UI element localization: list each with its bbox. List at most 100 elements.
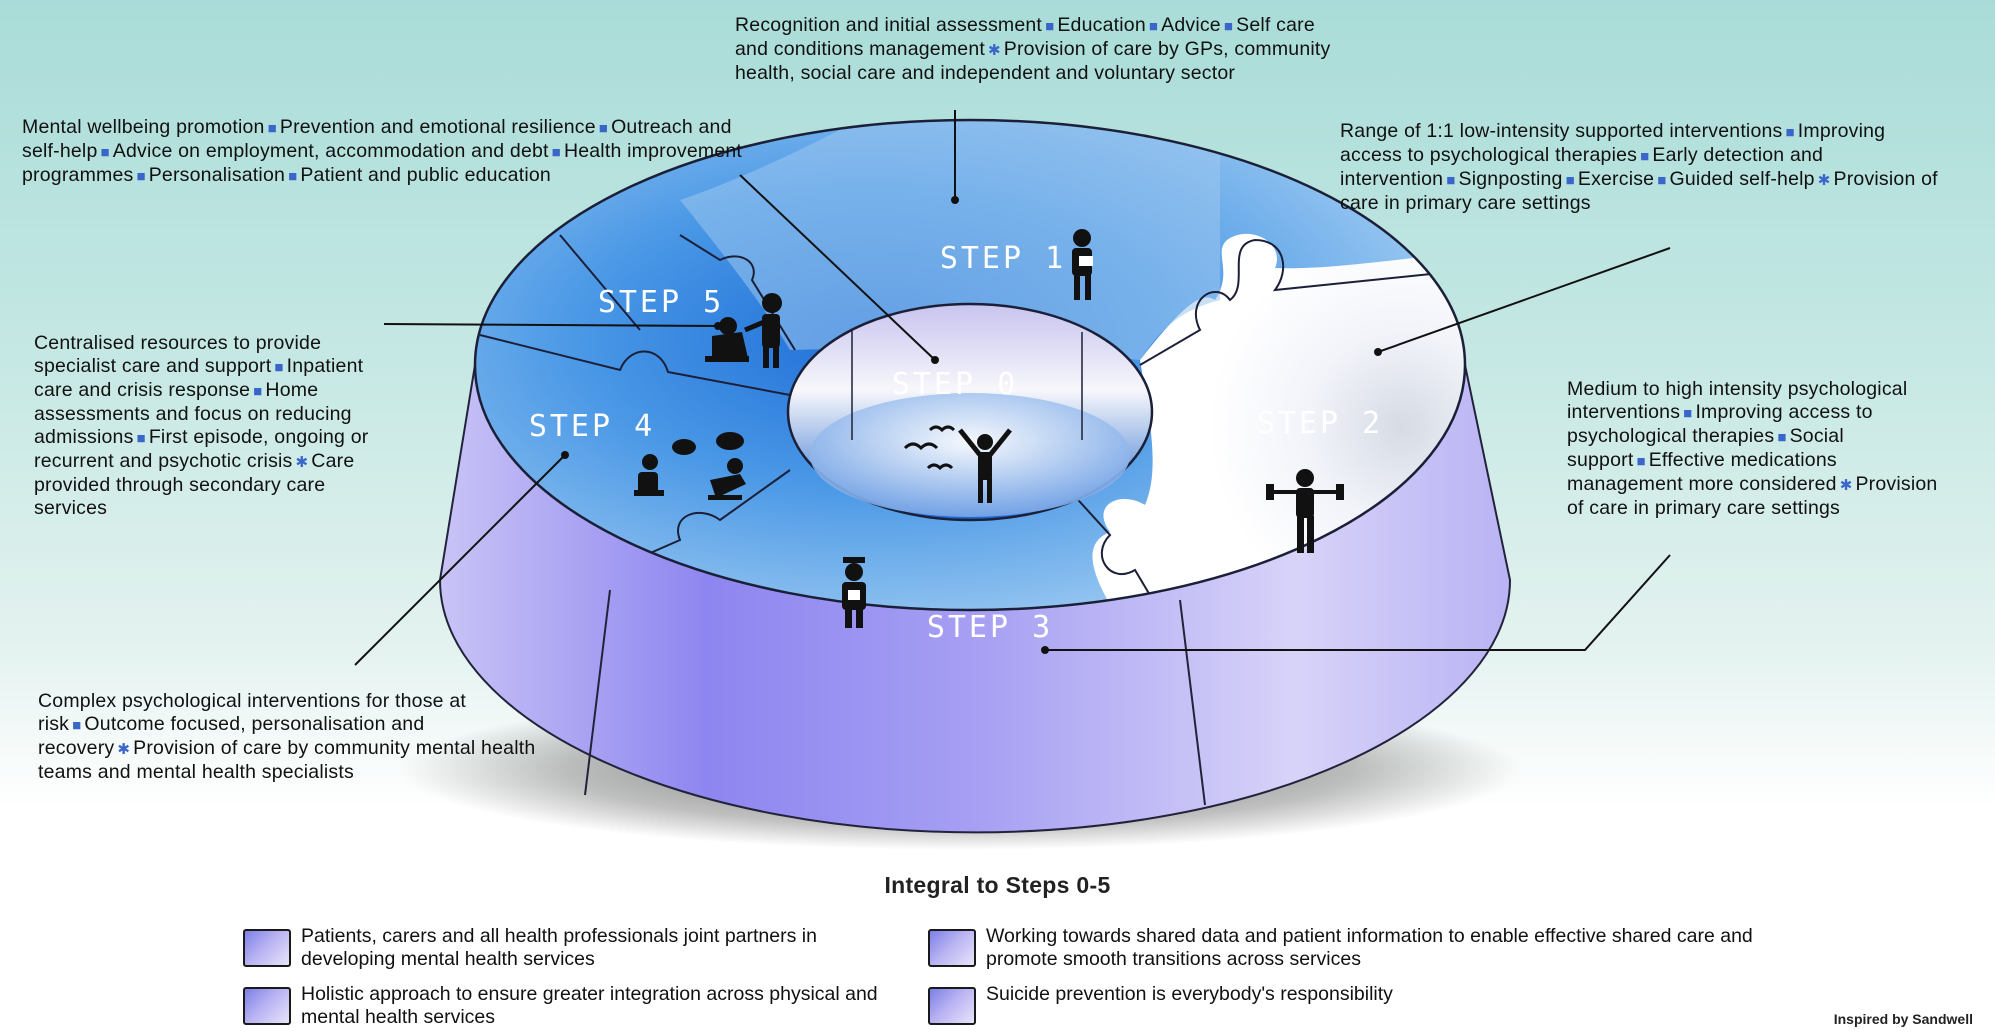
annotation-item: Provision of care by community mental he… xyxy=(38,737,536,783)
annotation-item: Social support xyxy=(1567,425,1844,471)
legend-swatch xyxy=(928,987,976,1025)
puzzle-seam xyxy=(1059,479,1161,610)
annotation-item: Advice xyxy=(1161,14,1221,36)
step2-label: STEP 2 xyxy=(1257,406,1383,441)
annotation-item: Provision of care in primary care settin… xyxy=(1340,168,1938,214)
legend-text: Suicide prevention is everybody's respon… xyxy=(986,983,1393,1005)
step0-annotation: Mental wellbeing promotion■Prevention an… xyxy=(22,116,752,188)
leader-lines xyxy=(354,110,1671,666)
annotation-item: Improving access to psychological therap… xyxy=(1567,401,1873,447)
bullet-separator: ■ xyxy=(72,717,82,734)
bullet-separator: ■ xyxy=(1565,172,1575,189)
annotation-item: Inpatient care and crisis response xyxy=(34,355,364,401)
legend-item: Patients, carers and all health professi… xyxy=(243,925,883,971)
annotation-item: Range of 1:1 low-intensity supported int… xyxy=(1340,120,1783,142)
legend-text: Holistic approach to ensure greater inte… xyxy=(301,983,878,1028)
puzzle-seam xyxy=(559,234,641,331)
leader-step4 xyxy=(354,454,566,666)
annotation-item: Guided self-help xyxy=(1669,168,1815,190)
annotation-item: Centralised resources to provide special… xyxy=(34,332,322,377)
bullet-separator: ■ xyxy=(1657,172,1667,189)
bullet-separator: ✱ xyxy=(117,741,131,758)
bullet-separator: ■ xyxy=(1777,429,1787,446)
bullet-separator: ✱ xyxy=(1817,172,1831,189)
bullet-separator: ■ xyxy=(100,144,110,161)
weightlifter-icon xyxy=(1266,469,1344,553)
annotation-item: Advice on employment, accommodation and … xyxy=(112,140,549,162)
leader-step0 xyxy=(739,174,936,361)
bullet-separator: ✱ xyxy=(1839,477,1853,494)
step5-annotation: Centralised resources to provide special… xyxy=(34,332,389,520)
legend-title: Integral to Steps 0-5 xyxy=(884,872,1111,898)
step3-label: STEP 3 xyxy=(927,610,1053,645)
wall-seam xyxy=(584,589,611,796)
step1-annotation: Recognition and initial assessment■Educa… xyxy=(735,14,1335,85)
puzzle-seam xyxy=(1139,238,1465,366)
annotation-item: Provision of care in primary care settin… xyxy=(1567,473,1938,519)
bullet-separator: ✱ xyxy=(988,42,1001,59)
step2-annotation: Range of 1:1 low-intensity supported int… xyxy=(1340,120,1950,215)
leader-dots xyxy=(561,196,1382,654)
annotation-item: Education xyxy=(1057,14,1146,36)
birds-icon xyxy=(903,425,956,471)
annotation-item: Outcome focused, personalisation and rec… xyxy=(38,713,425,759)
step4-annotation: Complex psychological interventions for … xyxy=(38,690,548,784)
nurse-icon xyxy=(842,557,866,628)
legend-text: Working towards shared data and patient … xyxy=(986,925,1753,970)
step0-label: STEP 0 xyxy=(892,367,1018,402)
leader-step2 xyxy=(1377,247,1671,353)
annotation-item: First episode, ongoing or recurrent and … xyxy=(34,426,369,472)
bullet-separator: ■ xyxy=(267,120,277,137)
annotation-item: Complex psychological interventions for … xyxy=(38,690,466,735)
annotation-item: Health improvement programmes xyxy=(22,140,743,186)
annotation-item: Self care and conditions management xyxy=(735,14,1315,60)
annotation-item: Provision of care by GPs, community heal… xyxy=(735,38,1331,84)
leader-step3 xyxy=(1045,554,1671,651)
puzzle-seam xyxy=(599,469,791,576)
legend-text: Patients, carers and all health professi… xyxy=(301,925,817,970)
annotation-item: Exercise xyxy=(1577,168,1655,190)
step4-label: STEP 4 xyxy=(529,409,655,444)
bullet-separator: ■ xyxy=(1045,18,1055,35)
annotation-item: Care provided through secondary care ser… xyxy=(34,450,355,519)
legend-swatch xyxy=(928,929,976,967)
annotation-item: Recognition and initial assessment xyxy=(735,14,1043,36)
legend-swatch xyxy=(243,987,291,1025)
bullet-separator: ■ xyxy=(288,168,298,185)
bullet-separator: ■ xyxy=(1683,405,1693,422)
bullet-separator: ■ xyxy=(274,359,284,376)
annotation-item: Signposting xyxy=(1458,168,1563,190)
step1-label: STEP 1 xyxy=(940,241,1066,276)
bullet-separator: ■ xyxy=(136,168,146,185)
annotation-item: Improving access to psychological therap… xyxy=(1340,120,1886,166)
legend-swatch xyxy=(243,929,291,967)
annotation-item: Prevention and emotional resilience xyxy=(279,116,596,138)
ring-top-outline xyxy=(473,118,1467,612)
step3-annotation: Medium to high intensity psychological i… xyxy=(1567,378,1952,520)
legend-item: Working towards shared data and patient … xyxy=(928,925,1808,971)
annotation-item: Home assessments and focus on reducing a… xyxy=(34,379,352,448)
credit-text: Inspired by Sandwell xyxy=(1833,1011,1973,1027)
annotation-item: Effective medications management more co… xyxy=(1567,449,1837,495)
bullet-separator: ■ xyxy=(551,144,561,161)
bullet-separator: ■ xyxy=(1640,148,1650,165)
puzzle-seam xyxy=(479,334,791,396)
bullet-separator: ■ xyxy=(1148,18,1159,35)
bullet-separator: ■ xyxy=(1785,124,1795,141)
step5-label: STEP 5 xyxy=(598,285,724,320)
annotation-item: Patient and public education xyxy=(300,164,551,186)
bullet-separator: ■ xyxy=(1223,18,1234,35)
legend-item: Suicide prevention is everybody's respon… xyxy=(928,983,1808,1025)
annotation-item: Medium to high intensity psychological i… xyxy=(1567,378,1908,423)
annotation-item: Personalisation xyxy=(148,164,286,186)
leader-step5 xyxy=(383,323,719,327)
annotation-item: Mental wellbeing promotion xyxy=(22,116,265,138)
inner-hole-floor xyxy=(810,393,1130,517)
annotation-item: Outreach and self-help xyxy=(22,116,732,162)
puzzle-seam xyxy=(679,234,796,351)
bullet-separator: ■ xyxy=(136,430,146,447)
annotation-item: Early detection and intervention xyxy=(1340,144,1824,190)
carer-and-patient-icon xyxy=(705,293,782,368)
bullet-separator: ■ xyxy=(1446,172,1456,189)
